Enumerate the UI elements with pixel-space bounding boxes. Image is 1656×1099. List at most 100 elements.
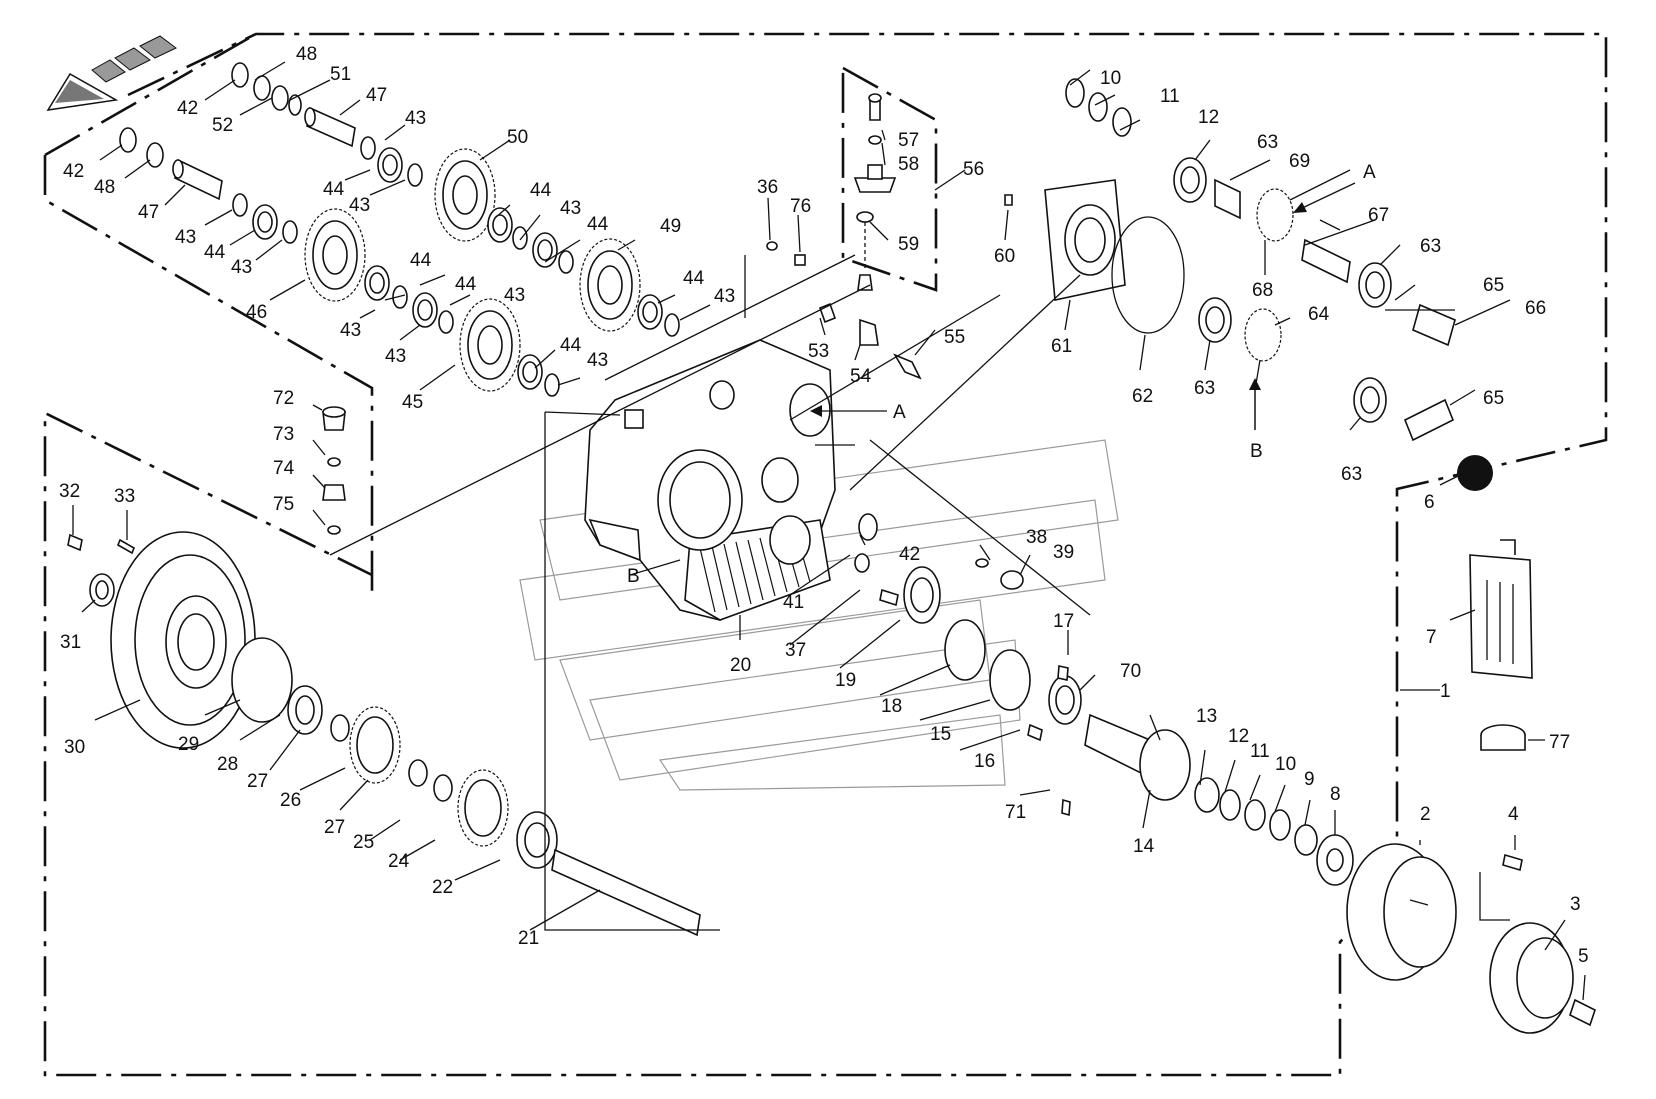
callout-labels: 1 2 3 4 5 6 7 8 9 10 10 11 11 12 12 13 1… [59, 44, 1589, 967]
breather-assembly [818, 93, 922, 380]
callout-42-housing: 42 [899, 544, 920, 565]
callout-39: 39 [1053, 542, 1074, 563]
callout-11-lower: 11 [1250, 741, 1270, 762]
callout-44-e: 44 [410, 250, 432, 271]
callout-59: 59 [898, 234, 919, 255]
callout-11-upper: 11 [1160, 86, 1180, 107]
callout-15: 15 [930, 724, 951, 745]
callout-63-a: 63 [1257, 132, 1278, 153]
callout-17: 17 [1053, 611, 1074, 632]
callout-12-upper: 12 [1198, 107, 1219, 128]
callout-1: 1 [1440, 681, 1451, 702]
callout-2: 2 [1420, 804, 1431, 825]
callout-43-g: 43 [340, 320, 361, 341]
callout-33: 33 [114, 486, 135, 507]
callout-74: 74 [273, 458, 295, 479]
callout-10-lower: 10 [1275, 754, 1296, 775]
gearbox-housing [584, 339, 836, 621]
callout-43-d: 43 [231, 257, 252, 278]
right-assembly [854, 78, 1596, 1034]
callout-18: 18 [881, 696, 902, 717]
washer-36 [766, 241, 778, 251]
callout-42-left: 42 [63, 161, 84, 182]
callout-73: 73 [273, 424, 294, 445]
callout-62: 62 [1132, 386, 1153, 407]
callout-12-lower: 12 [1228, 726, 1249, 747]
black-disc-6 [1457, 455, 1493, 491]
callout-75: 75 [273, 494, 294, 515]
callout-27-right: 27 [324, 817, 345, 838]
direction-arrow-icon [46, 35, 177, 111]
callout-65-bottom: 65 [1483, 388, 1504, 409]
callout-4: 4 [1508, 804, 1519, 825]
callout-B-gear: B [1250, 441, 1263, 462]
callout-28: 28 [217, 754, 238, 775]
callout-63-c: 63 [1194, 378, 1215, 399]
callout-14: 14 [1133, 836, 1155, 857]
callout-5: 5 [1578, 946, 1589, 967]
callout-43-h: 43 [385, 346, 406, 367]
callout-38: 38 [1026, 527, 1047, 548]
callout-13: 13 [1196, 706, 1217, 727]
callout-41: 41 [783, 592, 804, 613]
callout-64: 64 [1308, 304, 1330, 325]
callout-71: 71 [1005, 802, 1026, 823]
callout-43-i: 43 [714, 286, 735, 307]
gear-49 [579, 238, 641, 332]
callout-B-housing: B [627, 566, 640, 587]
callout-43-b: 43 [349, 195, 370, 216]
callout-76: 76 [790, 196, 811, 217]
left-cover-and-shaft [67, 531, 701, 937]
callout-A-gear: A [1363, 162, 1376, 183]
callout-43-e: 43 [560, 198, 581, 219]
callout-44-c: 44 [587, 214, 609, 235]
callout-26: 26 [280, 790, 301, 811]
callout-22: 22 [432, 877, 453, 898]
callout-43-a: 43 [405, 108, 426, 129]
callout-77: 77 [1549, 732, 1570, 753]
callout-47-top: 47 [366, 85, 387, 106]
callout-45: 45 [402, 392, 423, 413]
callout-68: 68 [1252, 280, 1273, 301]
callout-24: 24 [388, 851, 410, 872]
callout-53: 53 [808, 341, 829, 362]
callout-27-left: 27 [247, 771, 268, 792]
callout-63-d: 63 [1341, 464, 1362, 485]
callout-25: 25 [353, 832, 374, 853]
callout-63-b: 63 [1420, 236, 1441, 257]
callout-37: 37 [785, 640, 806, 661]
drain-plug-stack [322, 406, 346, 535]
callout-61: 61 [1051, 336, 1072, 357]
callout-29: 29 [178, 734, 199, 755]
callout-43-c: 43 [175, 227, 196, 248]
callout-43-f: 43 [504, 285, 525, 306]
callout-21: 21 [518, 928, 539, 949]
callout-9: 9 [1304, 769, 1315, 790]
callout-60: 60 [994, 246, 1015, 267]
callout-36: 36 [757, 177, 778, 198]
callout-57: 57 [898, 130, 919, 151]
callout-56: 56 [963, 159, 984, 180]
gear-50 [434, 148, 496, 242]
callout-10-upper: 10 [1100, 68, 1121, 89]
callout-20: 20 [730, 655, 751, 676]
callout-52: 52 [212, 115, 233, 136]
leader-lines [72, 61, 1586, 1001]
callout-16: 16 [974, 751, 995, 772]
callout-44-a: 44 [323, 179, 345, 200]
callout-44-h: 44 [560, 335, 582, 356]
gear-45 [459, 298, 521, 392]
callout-6: 6 [1424, 492, 1435, 513]
callout-72: 72 [273, 388, 294, 409]
marker-arrows [810, 182, 1356, 430]
callout-69: 69 [1289, 151, 1310, 172]
callout-8: 8 [1330, 784, 1341, 805]
callout-49: 49 [660, 216, 681, 237]
callout-30: 30 [64, 737, 85, 758]
callout-54: 54 [850, 366, 872, 387]
callout-43-j: 43 [587, 350, 608, 371]
callout-46: 46 [246, 302, 267, 323]
callout-67: 67 [1368, 205, 1389, 226]
callout-58: 58 [898, 154, 919, 175]
